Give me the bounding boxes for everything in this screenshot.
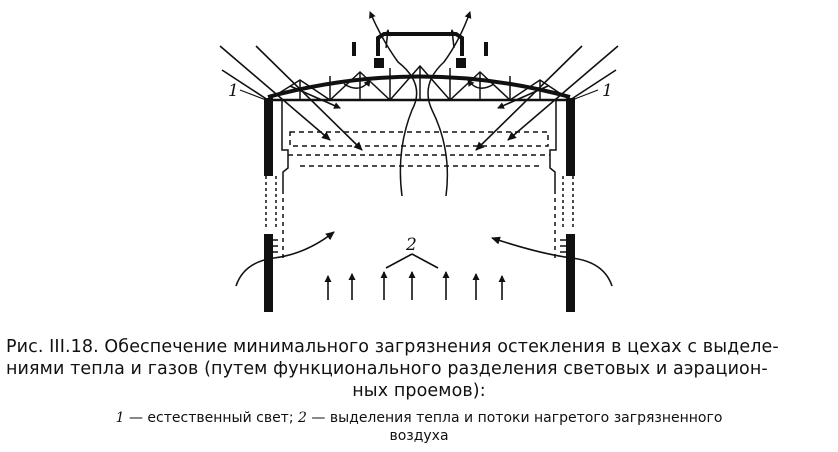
caption-line-2: ниями тепла и газов (путем функционально… — [6, 359, 768, 379]
inner-columns — [281, 100, 557, 260]
aeration-lantern — [352, 32, 488, 56]
legend-text-2: — выделения тепла и потоки нагретого заг… — [306, 410, 723, 426]
side-intake-flows — [235, 231, 613, 287]
left-wall — [264, 98, 282, 312]
roof — [267, 58, 571, 102]
natural-light-arrows — [219, 45, 619, 151]
caption-line-1: Обеспечение минимального загрязнения ост… — [98, 337, 779, 357]
figure-legend: 1 — естественный свет; 2 — выделения теп… — [60, 409, 778, 445]
hot-air-streams — [343, 11, 495, 197]
caption-figure-number: Рис. III.18. — [6, 337, 99, 357]
legend-text-1: — естественный свет; — [124, 410, 299, 426]
figure-caption: Рис. III.18. Обеспечение минимального за… — [6, 336, 832, 402]
label-natural-light-right: 1 — [602, 81, 613, 101]
heat-emission-arrows — [324, 253, 506, 300]
label-leaders — [239, 89, 599, 101]
legend-text-3: воздуха — [389, 428, 449, 444]
caption-line-3: ных проемов): — [352, 381, 486, 401]
building-cross-section-diagram: 1 1 2 — [219, 11, 619, 312]
label-natural-light-left: 1 — [228, 81, 239, 101]
right-wall — [556, 98, 575, 312]
label-heat-emission: 2 — [405, 235, 417, 255]
dashed-ceiling — [288, 131, 550, 167]
roof-truss — [267, 64, 571, 102]
legend-number-2: 2 — [298, 410, 307, 426]
legend-number-1: 1 — [115, 410, 125, 426]
